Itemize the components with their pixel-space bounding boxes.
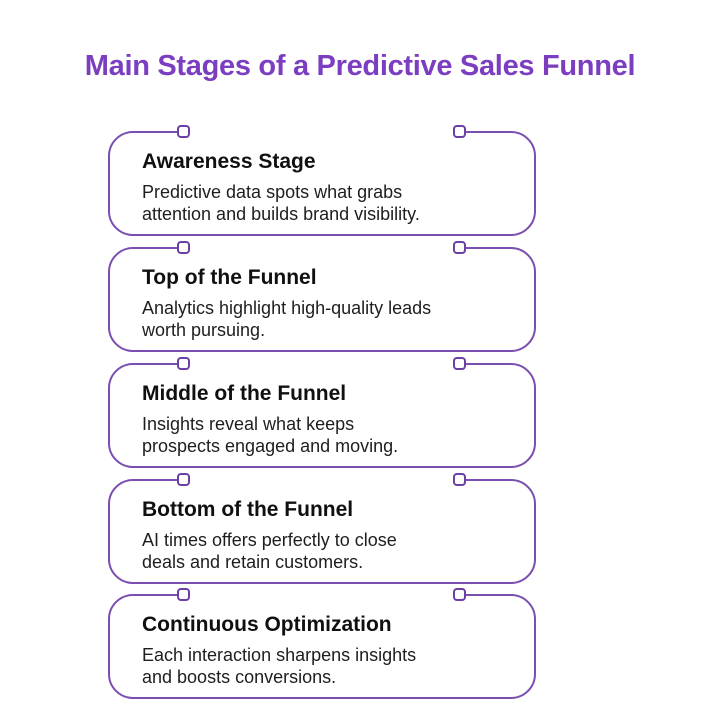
description-line: deals and retain customers. [142, 552, 364, 572]
stage-heading: Bottom of the Funnel [142, 498, 354, 521]
description-line: attention and builds brand visibility. [142, 204, 420, 224]
stage-card-top-of-funnel: Top of the Funnel Analytics highlight hi… [108, 241, 536, 352]
left-square-marker-icon [177, 588, 190, 601]
stage-description: Analytics highlight high-quality leads w… [142, 297, 534, 341]
right-square-marker-icon [453, 357, 466, 370]
right-square-marker-icon [453, 473, 466, 486]
left-square-marker-icon [177, 473, 190, 486]
stage-description: Each interaction sharpens insights and b… [142, 644, 534, 688]
stage-heading: Continuous Optimization [142, 613, 392, 636]
stage-card-continuous-optimization: Continuous Optimization Each interaction… [108, 588, 536, 699]
stage-description: Predictive data spots what grabs attenti… [142, 181, 534, 225]
right-square-marker-icon [453, 241, 466, 254]
stage-heading: Awareness Stage [142, 150, 316, 173]
left-square-marker-icon [177, 241, 190, 254]
description-line: worth pursuing. [142, 320, 266, 340]
description-line: and boosts conversions. [142, 667, 337, 687]
left-square-marker-icon [177, 125, 190, 138]
description-line: AI times offers perfectly to close [142, 530, 397, 550]
description-line: Analytics highlight high-quality leads [142, 298, 432, 318]
page-title: Main Stages of a Predictive Sales Funnel [84, 50, 636, 82]
description-line: prospects engaged and moving. [142, 436, 399, 456]
stage-card-middle-of-funnel: Middle of the Funnel Insights reveal wha… [108, 357, 536, 468]
description-line: Predictive data spots what grabs [142, 182, 403, 202]
stage-description: Insights reveal what keeps prospects eng… [142, 413, 534, 457]
description-line: Insights reveal what keeps [142, 414, 355, 434]
stage-heading: Middle of the Funnel [142, 382, 347, 405]
stage-card-bottom-of-funnel: Bottom of the Funnel AI times offers per… [108, 473, 536, 584]
right-square-marker-icon [453, 588, 466, 601]
stage-card-awareness: Awareness Stage Predictive data spots wh… [108, 125, 536, 236]
stage-description: AI times offers perfectly to close deals… [142, 529, 534, 573]
right-square-marker-icon [453, 125, 466, 138]
left-square-marker-icon [177, 357, 190, 370]
description-line: Each interaction sharpens insights [142, 645, 417, 665]
stage-heading: Top of the Funnel [142, 266, 317, 289]
